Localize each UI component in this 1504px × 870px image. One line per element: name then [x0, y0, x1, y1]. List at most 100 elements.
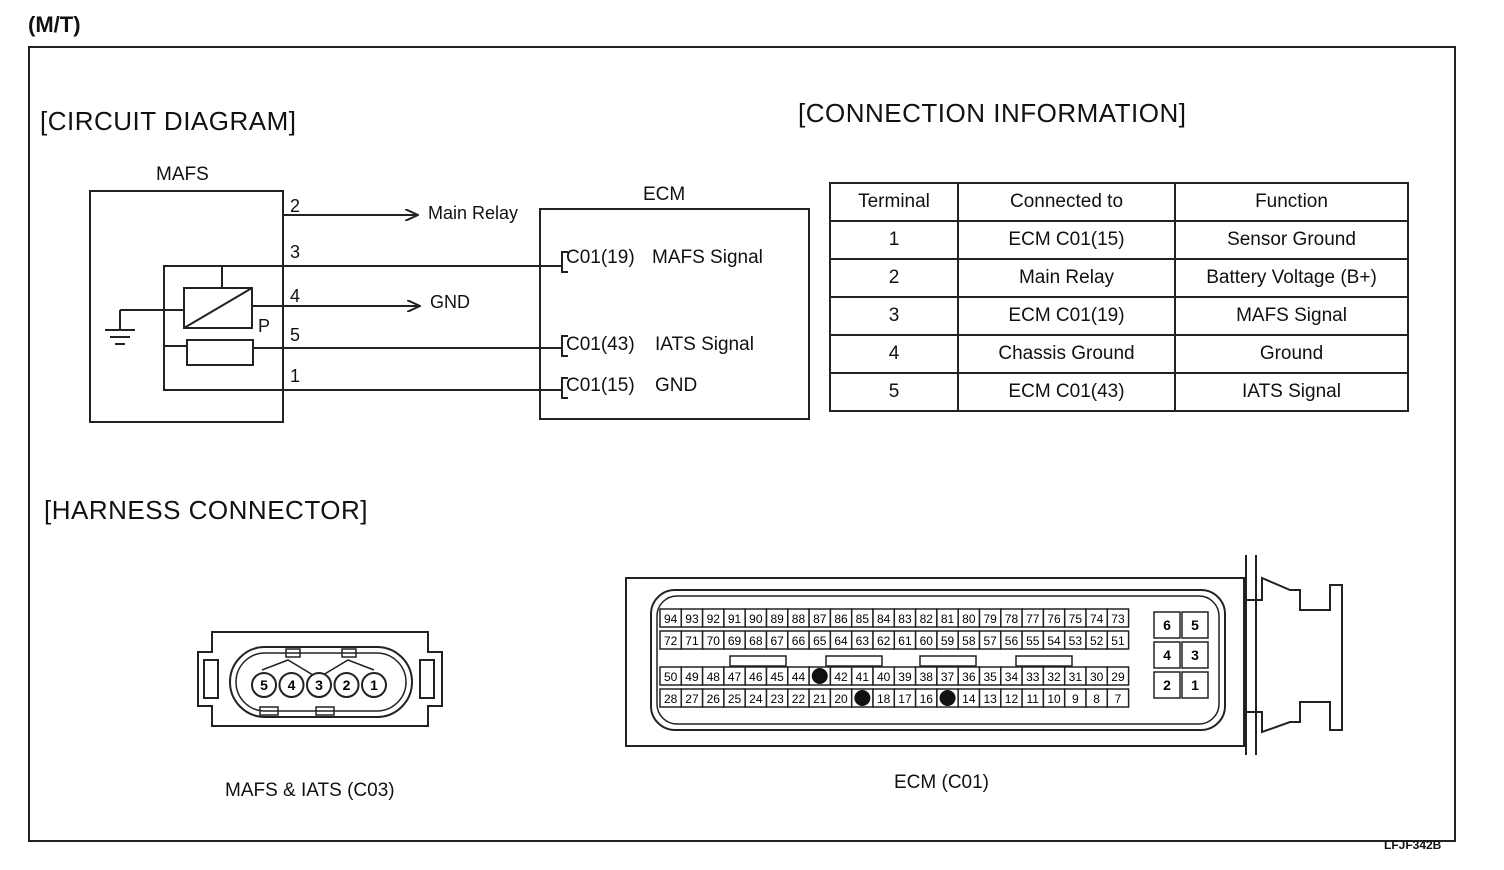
- svg-text:70: 70: [707, 634, 721, 648]
- svg-text:52: 52: [1090, 634, 1104, 648]
- table-cell: ECM C01(43): [957, 372, 1176, 412]
- ecm-small-pin-6: 6: [1153, 611, 1181, 639]
- svg-text:16: 16: [920, 692, 934, 706]
- table-cell: Chassis Ground: [957, 334, 1176, 374]
- ecm-pin-41: 41: [850, 666, 874, 686]
- svg-text:1: 1: [370, 677, 378, 693]
- svg-text:21: 21: [813, 692, 827, 706]
- ecm-pin-7: 7: [1106, 688, 1130, 708]
- ecm-pin-40: 40: [872, 666, 896, 686]
- table-cell: ECM C01(15): [957, 220, 1176, 260]
- svg-text:27: 27: [685, 692, 699, 706]
- svg-text:4: 4: [1163, 647, 1171, 663]
- svg-text:90: 90: [749, 612, 763, 626]
- svg-text:61: 61: [898, 634, 912, 648]
- ecm-pin-11: 11: [1021, 688, 1045, 708]
- ecm-pin-code-15: C01(15): [566, 375, 635, 396]
- svg-text:65: 65: [813, 634, 827, 648]
- ecm-pin-85: 85: [850, 608, 874, 628]
- ecm-pin-27: 27: [680, 688, 704, 708]
- ecm-pin-24: 24: [744, 688, 768, 708]
- svg-text:12: 12: [1005, 692, 1019, 706]
- mode-label: (M/T): [28, 12, 81, 37]
- ecm-pin-53: 53: [1063, 630, 1087, 650]
- svg-text:93: 93: [685, 612, 699, 626]
- svg-text:69: 69: [728, 634, 742, 648]
- ecm-pin-90: 90: [744, 608, 768, 628]
- svg-text:24: 24: [749, 692, 763, 706]
- ecm-pin-18: 18: [872, 688, 896, 708]
- ecm-pin-code-19: C01(19): [566, 247, 635, 268]
- ecm-pin-signal-iats: IATS Signal: [655, 334, 754, 355]
- svg-text:26: 26: [707, 692, 721, 706]
- ecm-pin-70: 70: [701, 630, 725, 650]
- svg-text:81: 81: [941, 612, 955, 626]
- ecm-small-pin-2: 2: [1153, 671, 1181, 699]
- svg-text:30: 30: [1090, 670, 1104, 684]
- svg-text:67: 67: [770, 634, 784, 648]
- ecm-pin-73: 73: [1106, 608, 1130, 628]
- diagram-frame: [28, 46, 1456, 842]
- svg-text:8: 8: [1093, 692, 1100, 706]
- svg-text:94: 94: [664, 612, 678, 626]
- ecm-pin-23: 23: [765, 688, 789, 708]
- svg-text:20: 20: [834, 692, 848, 706]
- main-relay-label: Main Relay: [428, 203, 519, 223]
- ecm-pin-60: 60: [914, 630, 938, 650]
- svg-text:71: 71: [685, 634, 699, 648]
- svg-text:51: 51: [1111, 634, 1125, 648]
- ecm-pin-19: [850, 688, 874, 708]
- svg-text:72: 72: [664, 634, 678, 648]
- ground-symbol: [105, 309, 184, 345]
- svg-text:9: 9: [1072, 692, 1079, 706]
- ecm-pin-43: [808, 666, 832, 686]
- svg-text:83: 83: [898, 612, 912, 626]
- ecm-pin-79: 79: [978, 608, 1002, 628]
- ecm-label: ECM: [643, 184, 686, 205]
- ecm-pin-55: 55: [1021, 630, 1045, 650]
- ecm-pin-63: 63: [850, 630, 874, 650]
- ecm-pin-56: 56: [1000, 630, 1023, 650]
- ecm-pin-47: 47: [723, 666, 746, 686]
- svg-text:25: 25: [728, 692, 742, 706]
- svg-text:37: 37: [941, 670, 955, 684]
- ecm-pin-8: 8: [1085, 688, 1109, 708]
- ecm-pin-46: 46: [744, 666, 768, 686]
- table-row: 3 ECM C01(19) MAFS Signal: [829, 296, 1409, 336]
- svg-text:79: 79: [983, 612, 997, 626]
- table-cell: MAFS Signal: [1174, 296, 1409, 336]
- svg-text:77: 77: [1026, 612, 1040, 626]
- svg-text:29: 29: [1111, 670, 1125, 684]
- svg-text:45: 45: [770, 670, 784, 684]
- svg-text:5: 5: [1191, 617, 1199, 633]
- ecm-pin-42: 42: [829, 666, 853, 686]
- ecm-pin-62: 62: [872, 630, 896, 650]
- svg-text:59: 59: [941, 634, 955, 648]
- ecm-pin-76: 76: [1042, 608, 1066, 628]
- ecm-pin-61: 61: [893, 630, 917, 650]
- ecm-pin-33: 33: [1021, 666, 1045, 686]
- svg-text:47: 47: [728, 670, 742, 684]
- ecm-pin-80: 80: [957, 608, 981, 628]
- svg-text:49: 49: [685, 670, 699, 684]
- ecm-pin-71: 71: [680, 630, 704, 650]
- ecm-pin-89: 89: [765, 608, 789, 628]
- svg-text:7: 7: [1115, 692, 1122, 706]
- svg-text:41: 41: [856, 670, 870, 684]
- svg-text:54: 54: [1047, 634, 1061, 648]
- svg-text:50: 50: [664, 670, 678, 684]
- mafs-pin-1: 1: [361, 672, 387, 698]
- ecm-pin-20: 20: [829, 688, 853, 708]
- ecm-pin-35: 35: [978, 666, 1002, 686]
- svg-text:66: 66: [792, 634, 806, 648]
- svg-text:3: 3: [315, 677, 323, 693]
- ecm-pin-78: 78: [1000, 608, 1023, 628]
- ecm-pin-34: 34: [1000, 666, 1023, 686]
- svg-text:39: 39: [898, 670, 912, 684]
- svg-text:38: 38: [920, 670, 934, 684]
- ecm-pin-93: 93: [680, 608, 704, 628]
